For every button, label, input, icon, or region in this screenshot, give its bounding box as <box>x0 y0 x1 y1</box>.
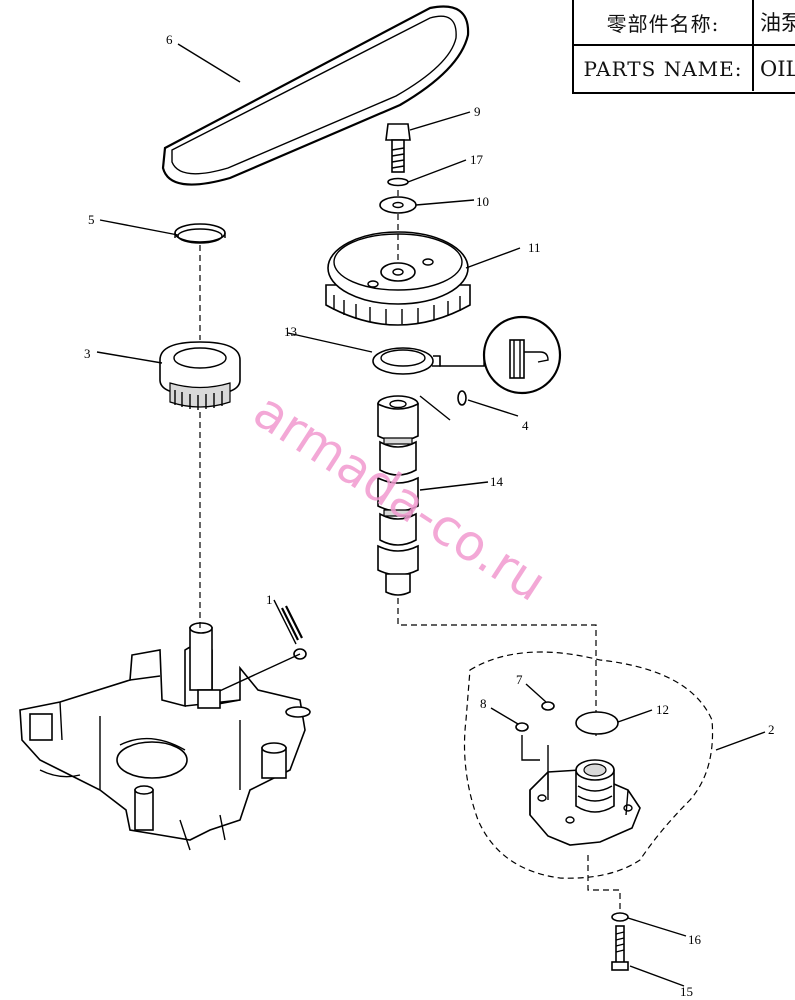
leader-lines <box>96 43 766 987</box>
title-block: 零部件名称: 油泵 PARTS NAME: OIL <box>572 0 795 94</box>
callout-labels: 1 2 3 4 5 6 7 8 9 10 11 12 13 14 15 16 1… <box>84 32 775 999</box>
cylinder-head-casting <box>19 622 311 851</box>
part-8-o-ring <box>515 722 529 732</box>
title-row-chinese: 零部件名称: 油泵 <box>574 0 795 46</box>
cn-value: 油泵 <box>760 11 795 35</box>
part-10-washer <box>379 196 417 214</box>
part-7-o-ring <box>541 701 555 711</box>
callout-15: 15 <box>680 984 693 999</box>
detail-view-circle <box>439 315 562 395</box>
callout-12: 12 <box>656 702 669 717</box>
en-value: OIL <box>760 56 795 81</box>
part-5-ring <box>174 223 226 244</box>
part-6-timing-belt <box>161 5 470 186</box>
callout-4: 4 <box>522 418 529 433</box>
callout-10: 10 <box>476 194 489 209</box>
part-11-camshaft-pulley <box>325 231 471 326</box>
callout-3: 3 <box>84 346 91 361</box>
cn-label: 零部件名称: <box>574 0 754 44</box>
en-label: PARTS NAME: <box>574 46 754 91</box>
callout-13: 13 <box>284 324 297 339</box>
callout-6: 6 <box>166 32 173 47</box>
callout-5: 5 <box>88 212 95 227</box>
callout-8: 8 <box>480 696 487 711</box>
part-17-spring-washer <box>387 177 409 187</box>
callout-16: 16 <box>688 932 702 947</box>
callout-7: 7 <box>516 672 523 687</box>
callout-14: 14 <box>490 474 504 489</box>
part-12-gasket <box>575 711 619 735</box>
part-4-key <box>457 390 467 406</box>
part-2-oil-pump <box>521 735 641 846</box>
part-16-washer <box>611 912 629 922</box>
part-9-bolt <box>385 123 411 173</box>
part-3-pulley-sleeve <box>159 341 241 410</box>
assembly-guide-lines <box>199 190 621 915</box>
title-row-english: PARTS NAME: OIL <box>574 46 795 91</box>
callout-1: 1 <box>266 592 273 607</box>
part-15-bolt <box>611 925 629 971</box>
callout-9: 9 <box>474 104 481 119</box>
callout-2: 2 <box>768 722 775 737</box>
part-1-bolt <box>281 605 307 660</box>
part-13-oil-seal <box>372 347 441 375</box>
part-2-assembly-boundary <box>463 651 714 879</box>
part-14-camshaft <box>377 395 419 596</box>
callout-17: 17 <box>470 152 484 167</box>
callout-11: 11 <box>528 240 541 255</box>
